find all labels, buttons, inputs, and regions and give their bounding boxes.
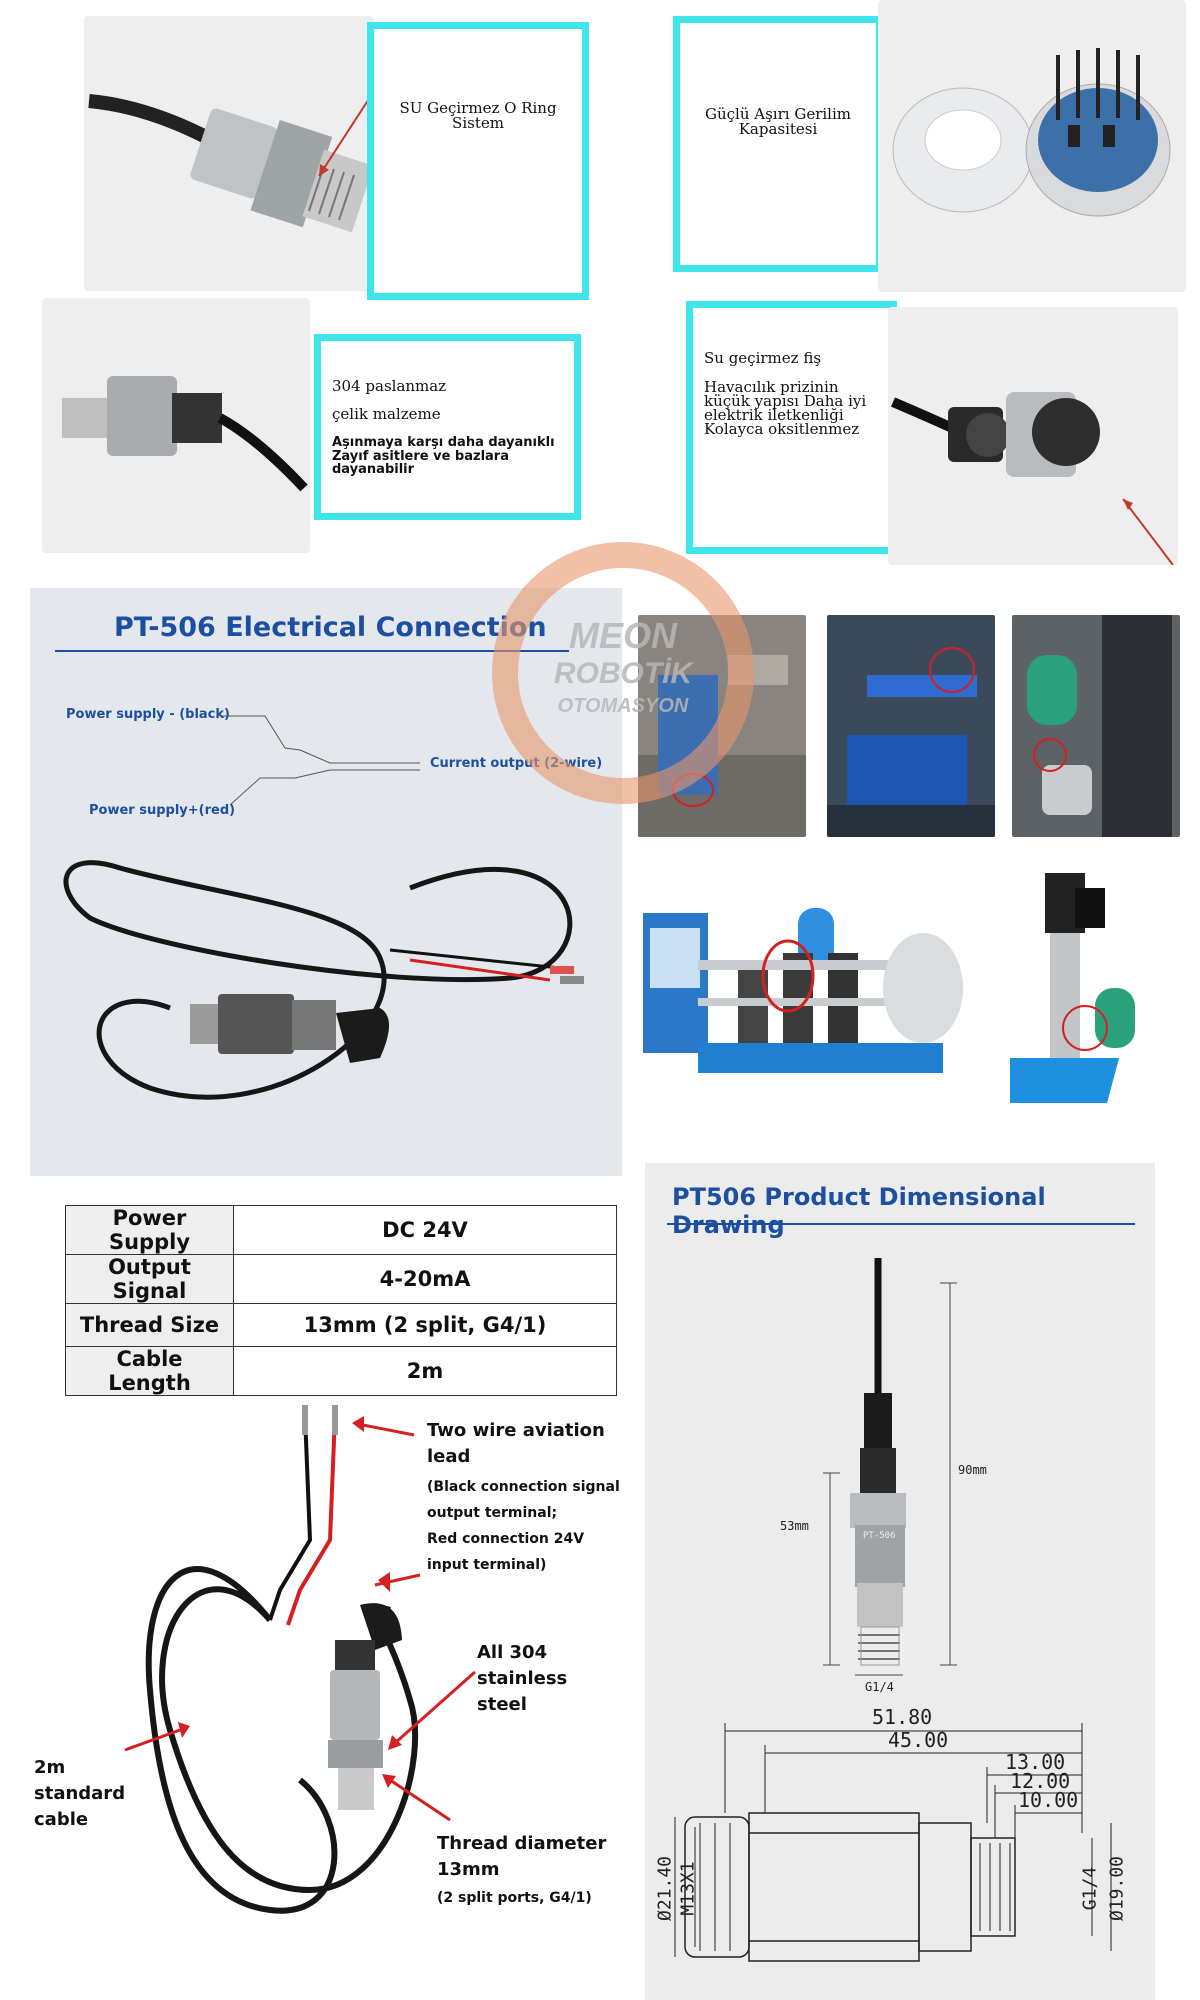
spec-value: 2m (233, 1346, 617, 1396)
dim-diameter-21: Ø21.40 (654, 1855, 676, 1922)
steel-sensor-illustration (62, 376, 308, 492)
dim-diameter-19: Ø19.00 (1106, 1855, 1128, 1922)
feature-plug-title: Su geçirmez fiş (704, 349, 822, 367)
plug-sensor-photo (888, 307, 1178, 566)
sensor-technical-drawing (674, 1723, 1112, 1962)
callout-aviation-note-1: (Black connection signal output terminal… (427, 1479, 620, 1521)
watermark-line-1: MEON (569, 615, 677, 656)
table-row: Cable Length 2m (65, 1346, 617, 1396)
feature-steel-wear: Aşınmaya karşı daha dayanıklı (332, 435, 555, 450)
dim-width-13: 13.00 (1005, 1750, 1066, 1774)
callout-thread-title: Thread diameter 13mm (437, 1833, 607, 1880)
dim-total-height: 90mm (958, 1463, 987, 1477)
application-photo-2 (827, 615, 995, 837)
dim-width-10: 10.00 (1018, 1788, 1079, 1812)
callout-aviation-title: Two wire aviation lead (427, 1420, 605, 1467)
callout-cable: 2m standard cable (34, 1757, 126, 1830)
feature-overvoltage-title: Güçlü Aşırı Gerilim Kapasitesi (705, 105, 851, 138)
table-row: Thread Size 13mm (2 split, G4/1) (65, 1303, 617, 1347)
steel-sensor-photo (42, 298, 310, 553)
oring-sensor-photo (84, 16, 375, 291)
watermark-line-2: ROBOTİK (553, 657, 693, 690)
dim-body-height: 53mm (780, 1519, 809, 1533)
table-row: Power Supply DC 24V (65, 1205, 617, 1255)
dim-thread-m13: M13X1 (677, 1861, 699, 1916)
feature-oring-box: SU Geçirmez O Ring Sistem (367, 22, 589, 300)
callout-aviation-note-2: Red connection 24V input terminal) (427, 1531, 585, 1573)
electrical-connection-panel: PT-506 Electrical Connection Power suppl… (30, 588, 622, 1176)
spec-key: Thread Size (65, 1303, 234, 1347)
electrical-heading-rule (55, 650, 569, 652)
spec-table: Power Supply DC 24V Output Signal 4-20mA… (65, 1205, 617, 1396)
brand-watermark: MEON ROBOTİK OTOMASYON (483, 533, 763, 813)
callout-thread-note: (2 split ports, G4/1) (437, 1890, 592, 1906)
aviation-plug-illustration (891, 392, 1174, 566)
dim-width-total: 51.80 (872, 1705, 933, 1729)
dim-width-12: 12.00 (1010, 1769, 1071, 1793)
watermark-line-3: OTOMASYON (557, 695, 689, 717)
spec-key: Cable Length (65, 1346, 234, 1396)
label-power-plus: Power supply+(red) (89, 803, 236, 818)
callout-arrows (124, 1416, 476, 1822)
feature-plug-desc: Havacılık prizinin küçük yapısı Daha iyi… (704, 378, 867, 438)
dim-thread-g14: G1/4 (1079, 1866, 1101, 1911)
dimensional-heading: PT506 Product Dimensional Drawing (672, 1183, 1046, 1239)
pump-room-scene-3 (1012, 615, 1180, 837)
vertical-pump-system (1010, 873, 1135, 1103)
sensor-thread-illustration (88, 90, 375, 233)
dimensional-panel: PT506 Product Dimensional Drawing 90mm 5… (645, 1163, 1155, 2000)
pump-room-scene-2 (827, 615, 995, 837)
application-photo-3 (1012, 615, 1180, 837)
sensor-model-label: PT-506 (863, 1531, 896, 1541)
spec-value: 4-20mA (233, 1254, 617, 1304)
feature-plug-box: Su geçirmez fiş Havacılık prizinin küçük… (686, 301, 897, 554)
table-row: Output Signal 4-20mA (65, 1254, 617, 1304)
wiring-diagram (63, 715, 584, 1100)
label-power-minus: Power supply - (black) (66, 707, 230, 722)
spec-value: 13mm (2 split, G4/1) (233, 1303, 617, 1347)
feature-oring-title: SU Geçirmez O Ring Sistem (399, 99, 557, 132)
feature-steel-material: çelik malzeme (332, 405, 441, 423)
feature-steel-acid: Zayıf asitlere ve bazlara dayanabilir (332, 449, 509, 477)
spec-key: Power Supply (65, 1205, 234, 1255)
sensor-side-view (823, 1258, 957, 1676)
feature-steel-title: 304 paslanmaz (332, 377, 447, 395)
dim-width-body: 45.00 (888, 1728, 949, 1752)
callout-steel: All 304 stainless steel (477, 1642, 568, 1715)
spec-key: Output Signal (65, 1254, 234, 1304)
dimensional-heading-rule (667, 1223, 1135, 1225)
cable-sensor-illustration (145, 1405, 421, 1914)
overvoltage-components-photo (878, 0, 1186, 292)
feature-steel-box: 304 paslanmaz çelik malzeme Aşınmaya kar… (314, 334, 581, 520)
feature-overvoltage-box: Güçlü Aşırı Gerilim Kapasitesi (673, 16, 883, 272)
electrical-heading: PT-506 Electrical Connection (114, 612, 547, 643)
spec-value: DC 24V (233, 1205, 617, 1255)
dim-thread-label: G1/4 (865, 1680, 894, 1694)
ceramic-core-illustration (892, 48, 1171, 217)
watermark-ring-icon (492, 542, 754, 804)
booster-pump-system (643, 908, 963, 1073)
